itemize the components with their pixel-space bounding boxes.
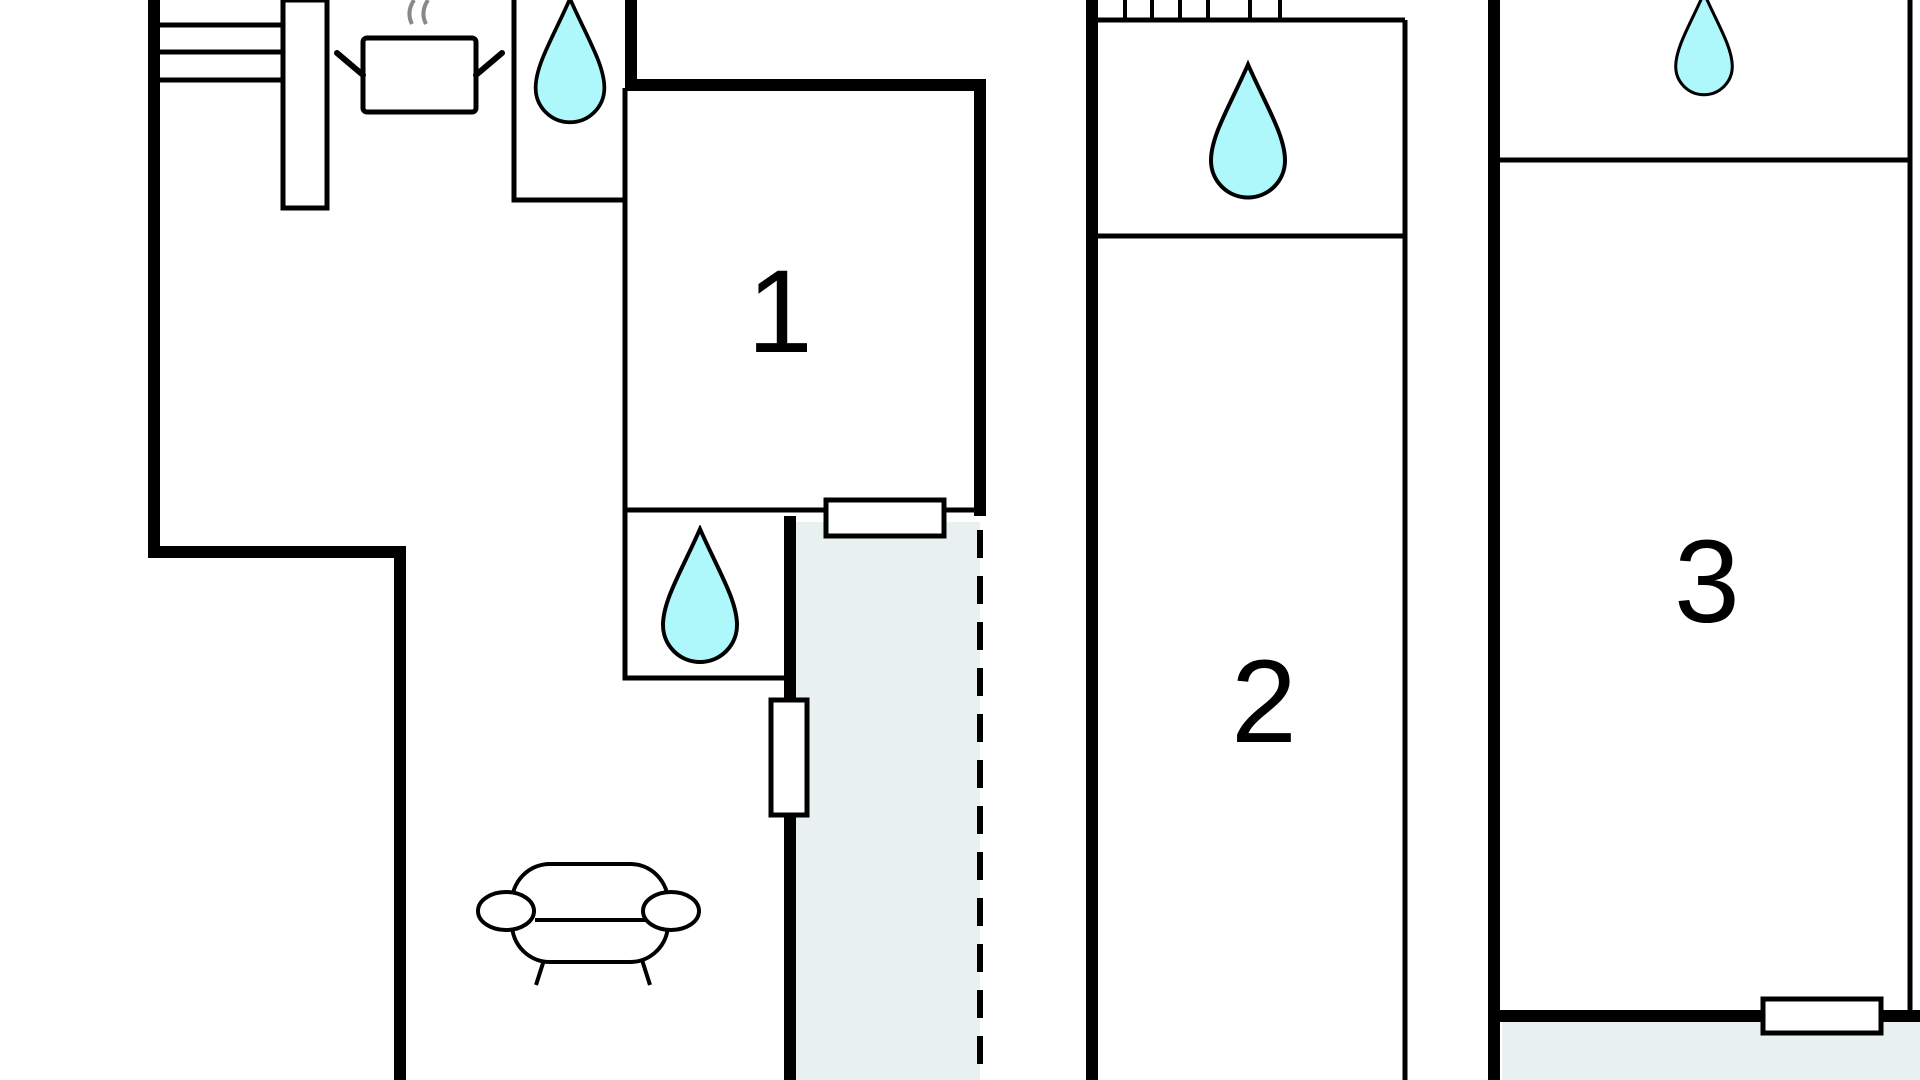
windows: [768, 497, 1884, 1036]
window-room3: [1760, 996, 1884, 1036]
armchair-icon: [476, 862, 701, 986]
water-drop-icon: [533, 0, 607, 125]
water-drop-icon: [1673, 0, 1735, 97]
interior-walls: [160, 0, 1913, 1080]
room-number-1: 1: [747, 246, 813, 378]
water-drop-icon: [661, 527, 739, 664]
window-room1: [823, 497, 947, 539]
room-number-2: 2: [1231, 636, 1297, 768]
room-number-3: 3: [1674, 516, 1740, 648]
water-drop-icon: [1211, 65, 1285, 198]
window-living: [768, 697, 810, 818]
cooking-pot-icon: [334, 0, 505, 115]
terrace-left: [790, 522, 980, 1080]
radiator: [1098, 0, 1282, 22]
